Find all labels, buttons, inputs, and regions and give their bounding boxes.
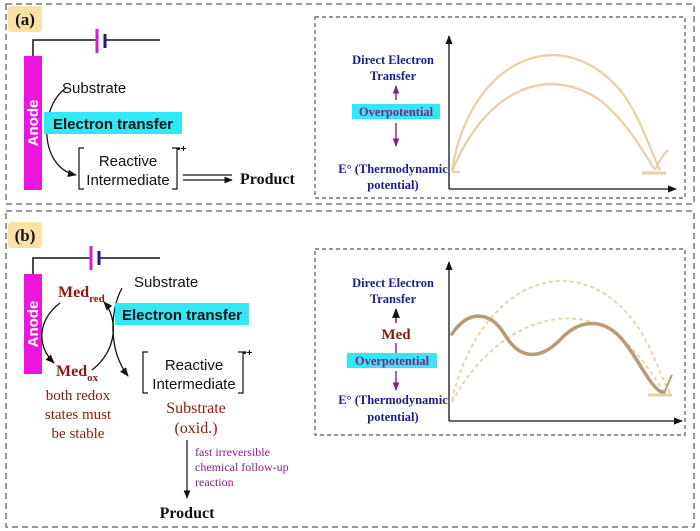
panel-b-frame (5, 210, 695, 528)
panel-b-label-bg (8, 222, 42, 248)
reactive-line2-b: Intermediate (152, 376, 235, 393)
direct-line2-a: Transfer (370, 69, 417, 83)
reactive-line2: Intermediate (86, 172, 169, 189)
curve-mediator-b (450, 314, 666, 395)
bracket-left-b (142, 351, 148, 394)
curve-mediated-dashed-b (451, 317, 666, 403)
med-cycle-arrow-right (91, 301, 114, 371)
bracket-left (78, 147, 84, 190)
electron-transfer-highlight-b (115, 303, 249, 325)
med-red: Medred (58, 284, 105, 305)
panel-b-label: (b) (15, 226, 36, 245)
electron-transfer-label: Electron transfer (53, 116, 173, 133)
substrate-oxid-line2: (oxid.) (174, 420, 217, 437)
wire-left (32, 39, 96, 56)
overpotential-highlight-b (347, 353, 437, 368)
followup-line3: reaction (195, 475, 234, 489)
radical-charge-b: •+ (243, 348, 253, 359)
e0-line1-a: E° (Thermodynamic (338, 162, 448, 176)
energy-box-a (314, 16, 686, 199)
substrate-label: Substrate (62, 80, 126, 97)
product-label: Product (240, 171, 295, 188)
panel-a-label-bg (8, 6, 42, 32)
direct-line2-b: Transfer (370, 292, 417, 306)
reactive-line1: Reactive (99, 153, 157, 170)
electron-transfer-label-b: Electron transfer (122, 307, 242, 324)
curve-mediated-a (450, 83, 656, 173)
panel-a-label: (a) (15, 10, 35, 29)
curve-tail-b (663, 374, 673, 394)
stable-line2: states must (45, 407, 112, 423)
curve-direct-dashed-b (451, 280, 671, 401)
med-cycle-arrow-left (41, 302, 61, 364)
followup-line2: chemical follow-up (195, 460, 289, 474)
direct-line1-a: Direct Electron (352, 53, 434, 67)
panel-a-frame (5, 3, 695, 205)
bracket-right-b (238, 351, 244, 394)
energy-box-b (314, 248, 686, 436)
overpotential-label-b: Overpotential (355, 354, 430, 368)
anode (24, 56, 42, 190)
transfer-arrow (46, 87, 77, 177)
e0-line1-b: E° (Thermodynamic (338, 393, 448, 407)
bracket-right (172, 147, 178, 190)
med-label-b: Med (381, 327, 411, 343)
curve-tail-a (654, 149, 669, 171)
substrate-to-intermediate-arrow (112, 287, 129, 377)
radical-charge: •+ (177, 144, 187, 155)
wire-left-b (32, 257, 90, 274)
panel-b: (b) Anode Medred Medox both redox states… (5, 210, 695, 528)
curve-direct-a (450, 54, 661, 171)
overpotential-label-a: Overpotential (359, 105, 434, 119)
substrate-label-b: Substrate (134, 274, 198, 291)
anode-b (24, 274, 42, 374)
overpotential-highlight-a (352, 104, 440, 119)
anode-label-b: Anode (25, 301, 42, 348)
e0-line2-b: potential) (367, 410, 418, 424)
anode-label: Anode (25, 100, 42, 147)
e0-line2-a: potential) (367, 178, 418, 192)
stable-line3: be stable (52, 426, 105, 442)
med-ox: Medox (56, 363, 99, 384)
electron-transfer-highlight (44, 112, 182, 134)
panel-a: (a) Anode Substrate Electron transfer Re… (5, 3, 695, 205)
followup-line1: fast irreversible (195, 445, 270, 459)
direct-line1-b: Direct Electron (352, 276, 434, 290)
product-label-b: Product (160, 505, 215, 522)
reactive-line1-b: Reactive (165, 357, 223, 374)
substrate-oxid-line1: Substrate (166, 400, 226, 417)
stable-line1: both redox (46, 388, 111, 404)
